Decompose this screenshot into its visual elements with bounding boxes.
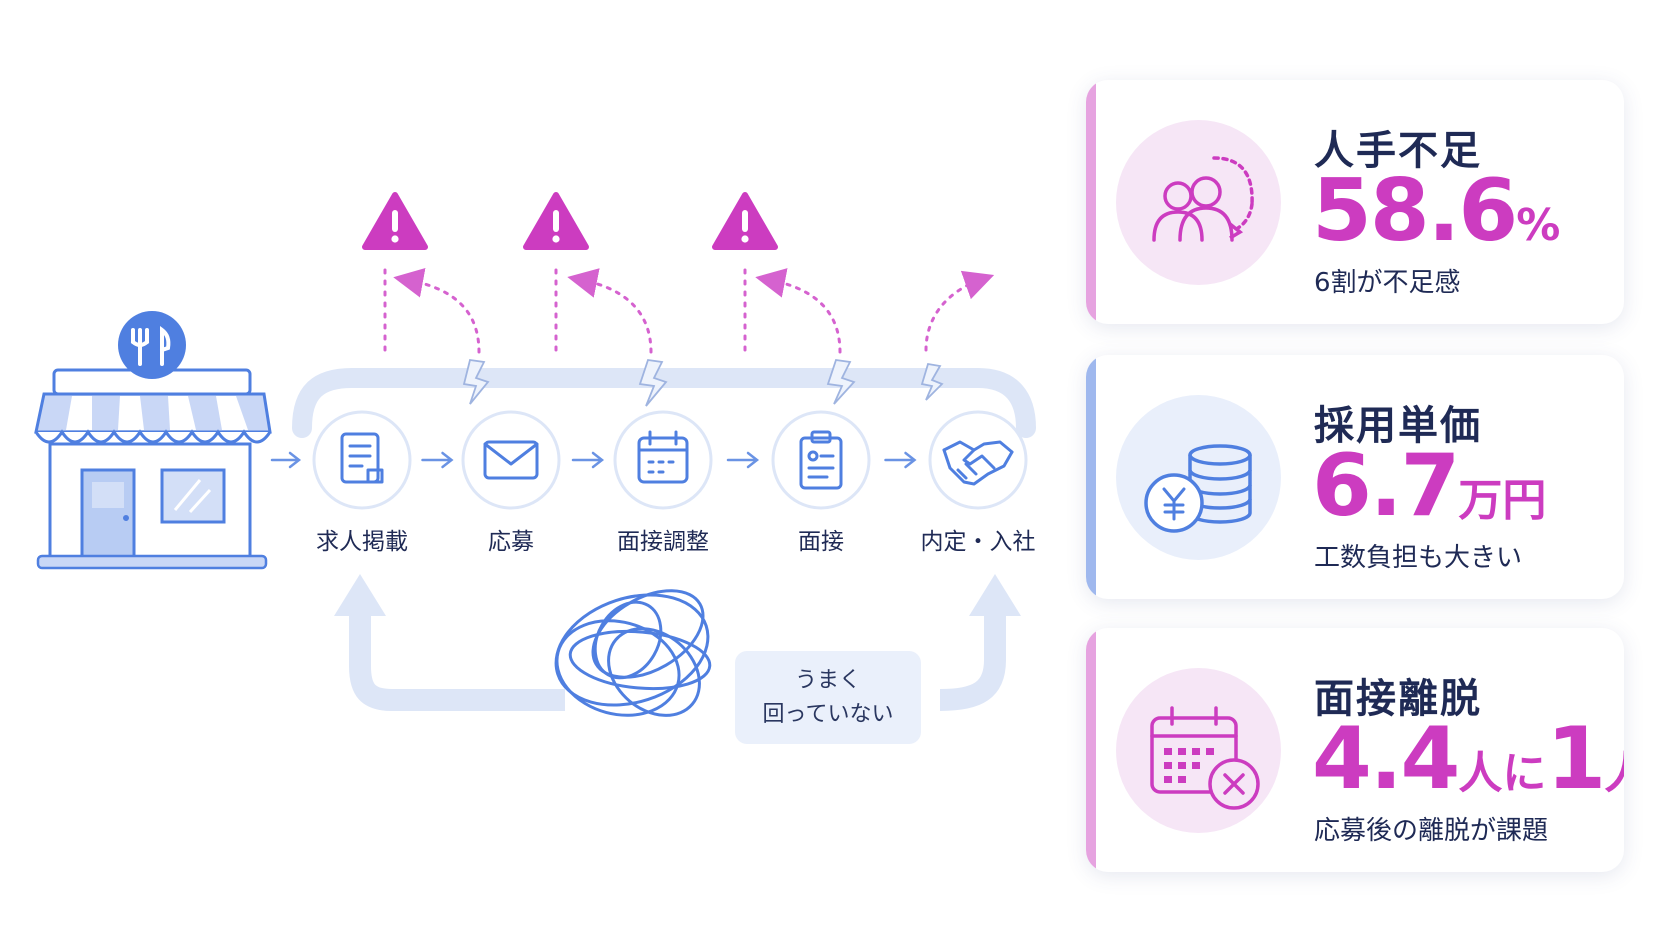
step-circle	[312, 410, 412, 510]
not-working-note: うまく 回っていない	[735, 651, 921, 744]
step-label-job-posting: 求人掲載	[316, 529, 408, 555]
card-title: 面接離脱	[1314, 676, 1482, 722]
flow-arrow	[270, 451, 302, 469]
flow-arrow	[571, 451, 605, 469]
step-label-interview: 面接	[798, 529, 844, 555]
value-number: 4.4	[1312, 709, 1460, 809]
flow-arrow	[421, 451, 454, 469]
cycle-bottom-arrows	[349, 612, 1006, 711]
flow-arrow	[884, 451, 917, 469]
value-number-2: 1	[1546, 709, 1606, 809]
value-unit-2: 人	[1604, 748, 1624, 799]
step-label-offer-hire: 内定・入社	[920, 529, 1036, 555]
card-accent-bar	[1086, 355, 1096, 599]
value-unit: %	[1516, 200, 1561, 251]
value-unit: 人に	[1458, 748, 1547, 799]
card-title: 採用単価	[1314, 403, 1482, 449]
cycle-arrowheads	[334, 574, 1021, 616]
crack-icons	[462, 358, 944, 407]
step-circle	[461, 410, 561, 510]
calendar-icon	[637, 430, 689, 484]
card-accent-bar	[1086, 80, 1096, 324]
note-line-1: うまく	[794, 667, 861, 693]
card-accent-bar	[1086, 628, 1096, 872]
stat-card-interview-dropout: 面接離脱 4.4人に1人 応募後の離脱が課題	[1086, 628, 1624, 872]
value-unit: 万円	[1458, 475, 1547, 526]
step-label-application: 応募	[488, 529, 534, 555]
restaurant-store-icon	[34, 311, 272, 570]
card-description: 6割が不足感	[1314, 268, 1461, 298]
step-circle	[613, 410, 713, 510]
card-value: 58.6%	[1312, 168, 1560, 254]
stat-card-labor-shortage: 人手不足 58.6% 6割が不足感	[1086, 80, 1624, 324]
flow-arrow	[726, 451, 760, 469]
calendar-cancel-icon	[1116, 668, 1281, 833]
step-node	[461, 410, 561, 510]
cycle-top-band	[292, 368, 1036, 438]
stat-card-hiring-cost: 採用単価 6.7万円 工数負担も大きい	[1086, 355, 1624, 599]
value-number: 58.6	[1312, 161, 1518, 261]
warning-dotted-lines	[383, 263, 747, 352]
warning-icons	[362, 192, 778, 250]
note-line-2: 回っていない	[762, 701, 894, 727]
step-node	[771, 410, 871, 510]
dropoff-arrows	[393, 267, 995, 354]
card-description: 工数負担も大きい	[1314, 543, 1523, 573]
handshake-icon	[942, 440, 1014, 486]
step-node	[613, 410, 713, 510]
card-description: 応募後の離脱が課題	[1314, 816, 1549, 846]
warning-icon	[712, 192, 778, 250]
mail-icon	[483, 440, 539, 480]
step-node	[312, 410, 412, 510]
warning-icon	[362, 192, 428, 250]
card-value: 4.4人に1人	[1312, 716, 1624, 802]
value-number: 6.7	[1312, 436, 1460, 536]
step-circle	[771, 410, 871, 510]
process-steps	[312, 410, 1028, 510]
clipboard-icon	[799, 430, 843, 490]
tangle-icon	[554, 589, 712, 717]
people-icon	[1116, 120, 1281, 285]
card-value: 6.7万円	[1312, 443, 1546, 529]
yen-coins-icon	[1116, 395, 1281, 560]
step-label-interview-scheduling: 面接調整	[617, 529, 709, 555]
document-icon	[340, 432, 384, 484]
warning-icon	[523, 192, 589, 250]
step-node	[928, 410, 1028, 510]
card-title: 人手不足	[1314, 128, 1482, 174]
